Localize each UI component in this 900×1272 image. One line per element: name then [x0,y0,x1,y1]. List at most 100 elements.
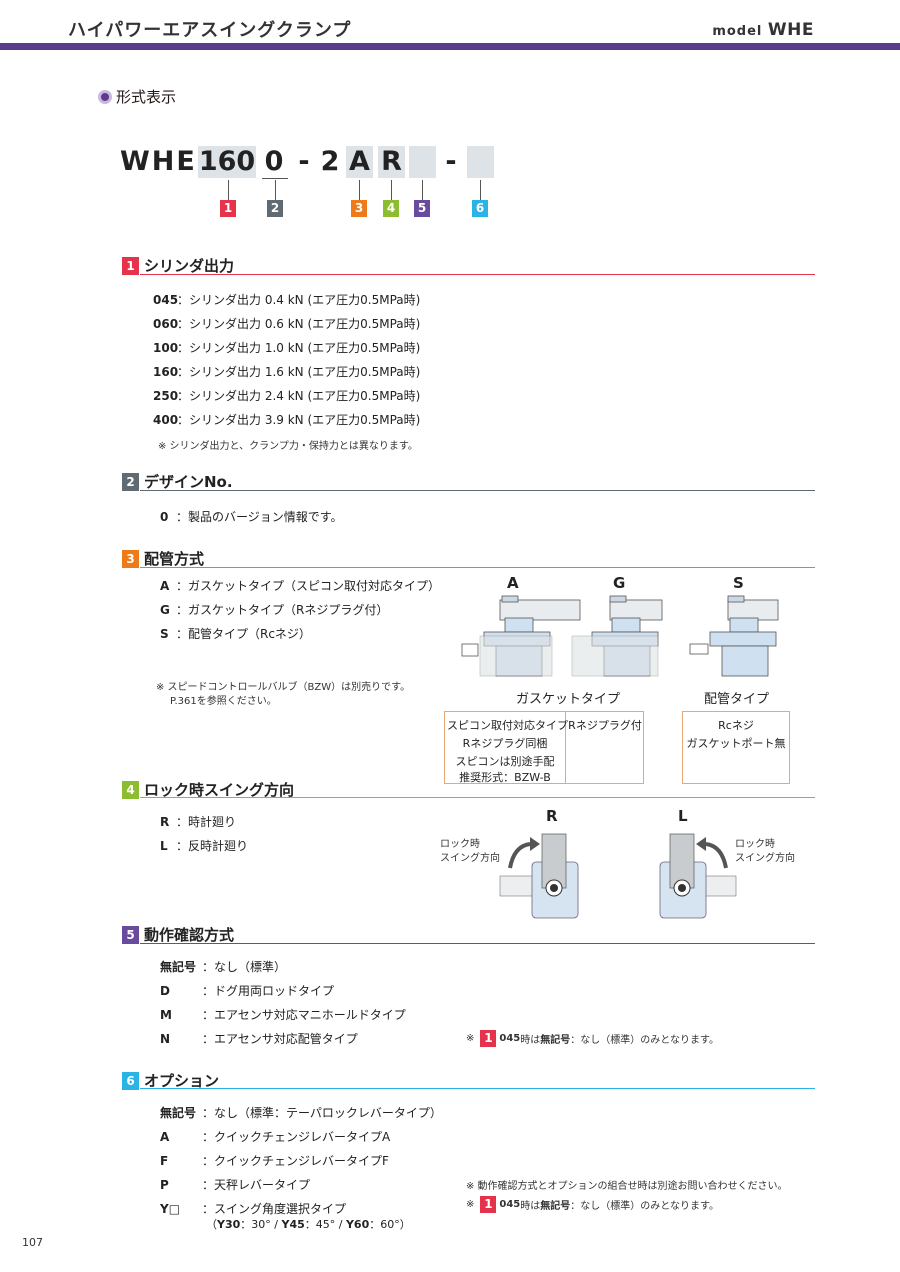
section-6-note-1: ※ 動作確認方式とオプションの組合せ時は別途お問い合わせください。 [466,1181,788,1192]
badge-1: 1 [220,200,236,217]
list-item: 400：シリンダ出力 3.9 kN (エア圧力0.5MPa時) [153,413,421,427]
format-heading: 形式表示 [98,86,176,107]
list-item: 160：シリンダ出力 1.6 kN (エア圧力0.5MPa時) [153,365,421,379]
list-item: R：時計廻り [160,815,237,829]
model-code-dash-1: - [298,146,310,177]
box-a-line-4: 推奨形式：BZW-B [459,771,551,784]
page-number: 107 [22,1236,43,1249]
lock-direction-r-1: ロック時 [440,839,480,850]
lock-direction-l-1: ロック時 [735,839,775,850]
section-6-title: オプション [144,1072,220,1090]
list-item: F：クイックチェンジレバータイプF [160,1154,389,1168]
model-code-dash-2: - [445,146,457,177]
clamp-g-drawing [571,595,663,677]
model-code-box-3: A [346,146,373,178]
section-1-title: シリンダ出力 [144,257,235,275]
section-3-note-1: ※ スピードコントロールバルブ（BZW）は別売りです。 [156,682,411,693]
list-item: 250：シリンダ出力 2.4 kN (エア圧力0.5MPa時) [153,389,421,403]
model-code-box-2: 0 [264,146,284,177]
list-item: Y□：スイング角度選択タイプ [160,1202,347,1216]
list-item: S：配管タイプ（Rcネジ） [160,627,311,641]
section-6-heading: 6 オプション [122,1070,219,1091]
caption-piping-type: 配管タイプ [704,692,770,707]
caption-gasket-type: ガスケットタイプ [516,692,621,707]
list-item: D：ドグ用両ロッドタイプ [160,984,335,998]
list-item: 100：シリンダ出力 1.0 kN (エア圧力0.5MPa時) [153,341,421,355]
list-item: G：ガスケットタイプ（Rネジプラグ付） [160,603,389,617]
box-s-line-2: ガスケットポート無 [686,737,786,750]
model-label: model WHE [712,20,814,40]
box-s-line-1: Rcネジ [718,719,754,732]
section-1-heading: 1 シリンダ出力 [122,255,234,276]
section-1-rule [140,274,815,275]
swing-r-drawing [499,833,579,919]
page-header: ハイパワーエアスイングクランプ model WHE [0,0,900,52]
clamp-diagrams [461,595,779,677]
badge-5: 5 [414,200,430,217]
box-g-line: Rネジプラグ付 [568,719,642,732]
model-code-box-4: R [378,146,405,178]
section-2-number: 2 [122,472,139,491]
section-1-number: 1 [122,256,139,275]
model-code-underline [262,178,288,179]
note-badge-1: 1 [480,1030,497,1047]
section-4-title: ロック時スイング方向 [144,781,295,799]
figure-label-r: R [546,807,558,825]
list-item: 060：シリンダ出力 0.6 kN (エア圧力0.5MPa時) [153,317,421,331]
swing-angle-options: （Y30：30° / Y45：45° / Y60：60°） [206,1218,411,1231]
lock-direction-l-2: スイング方向 [735,853,795,864]
list-item: M：エアセンサ対応マニホールドタイプ [160,1008,406,1022]
section-5-rule [140,943,815,944]
section-5-title: 動作確認方式 [144,926,235,944]
model-name: WHE [767,20,814,40]
badge-2: 2 [267,200,283,217]
box-a-line-3: スピコンは別途手配 [455,755,555,768]
badge-3: 3 [351,200,367,217]
badge-6: 6 [472,200,488,217]
list-item: P：天秤レバータイプ [160,1178,311,1192]
list-item: 無記号：なし（標準：テーパロックレバータイプ） [160,1106,442,1120]
section-3-title: 配管方式 [144,550,205,568]
bullet-icon [98,89,112,104]
badge-4: 4 [383,200,399,217]
model-code-box-5 [409,146,436,178]
lock-direction-r-2: スイング方向 [440,853,500,864]
list-item: 0：製品のバージョン情報です。 [160,510,343,524]
section-6-number: 6 [122,1071,139,1090]
list-item: N：エアセンサ対応配管タイプ [160,1032,358,1046]
section-2-title: デザインNo. [144,473,233,491]
figure-label-l: L [678,807,688,825]
figure-label-a: A [507,574,519,592]
section-5-heading: 5 動作確認方式 [122,924,234,945]
header-bar [0,43,900,50]
section-4-number: 4 [122,780,139,799]
figure-label-g: G [613,574,626,592]
format-heading-label: 形式表示 [116,88,177,106]
section-3-note-2: P.361を参照ください。 [170,696,277,707]
swing-l-drawing [659,833,737,919]
model-code-box-6 [467,146,494,178]
model-code-prefix: WHE [120,146,197,177]
list-item: 無記号：なし（標準） [160,960,287,974]
box-a-line-2: Rネジプラグ同梱 [462,737,548,750]
list-item: 045：シリンダ出力 0.4 kN (エア圧力0.5MPa時) [153,293,421,307]
swing-diagrams [499,833,737,919]
page-title: ハイパワーエアスイングクランプ [68,20,352,41]
section-3-rule [140,567,815,568]
box-a-line-1: スピコン取付対応タイプ [447,719,568,732]
section-4-rule [140,797,815,798]
clamp-a-drawing [461,595,581,677]
section-1-note: ※ シリンダ出力と、クランプ力・保持力とは異なります。 [158,441,418,452]
section-5-number: 5 [122,925,139,944]
box-s-info [682,711,790,784]
list-item: A：ガスケットタイプ（スピコン取付対応タイプ） [160,579,441,593]
clamp-s-drawing [689,595,779,677]
list-item: A：クイックチェンジレバータイプA [160,1130,391,1144]
figure-label-s: S [733,574,744,592]
box-g-info [566,711,644,784]
model-prefix: model [712,24,763,39]
section-2-rule [140,490,815,491]
section-2-heading: 2 デザインNo. [122,471,233,492]
